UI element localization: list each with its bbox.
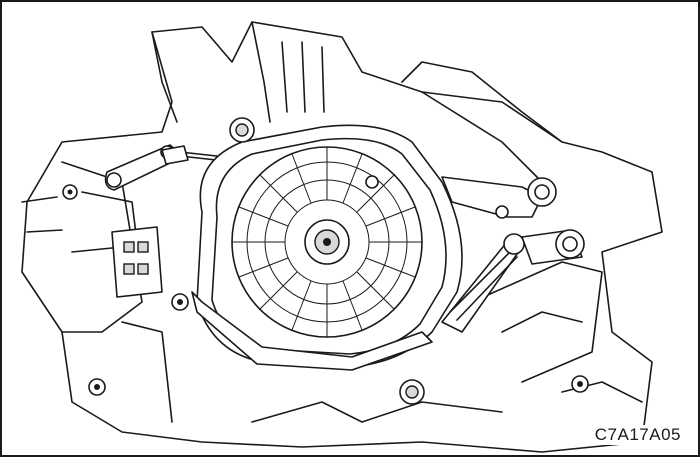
actuator-link-rod bbox=[441, 229, 585, 333]
electrical-connector bbox=[111, 226, 163, 298]
retaining-screw-icon bbox=[62, 117, 589, 405]
figure-code: C7A17A05 bbox=[591, 425, 684, 445]
blower-fan-wheel-icon bbox=[231, 146, 423, 338]
actuator-lever-right bbox=[441, 176, 557, 219]
